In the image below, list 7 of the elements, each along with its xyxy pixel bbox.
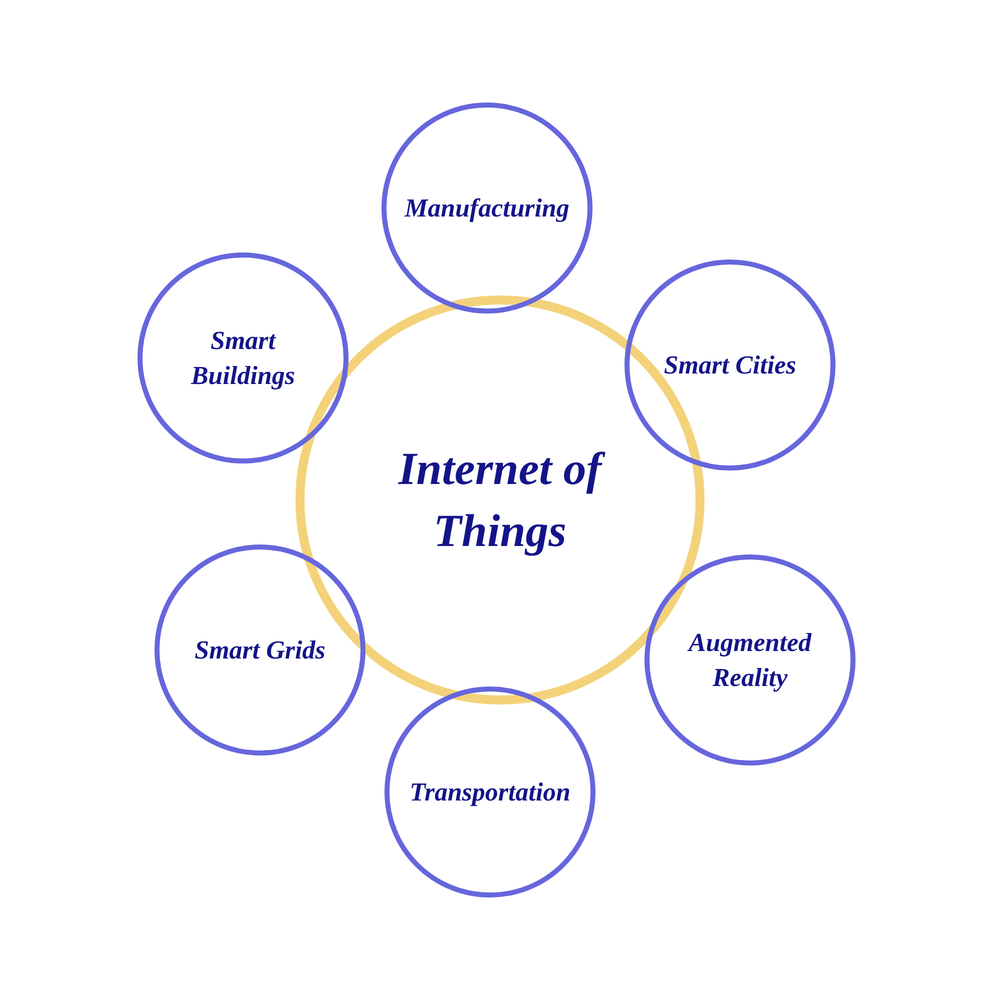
circle-label: Smart Grids [194,634,326,666]
circle-label: Transportation [408,776,572,808]
circle-label: Internet of Things [350,438,650,562]
circle-label: Smart Cities [662,349,798,382]
circle-label: Manufacturing [403,192,570,224]
circle-label: Smart Buildings [190,324,296,392]
circle-label: Augmented Reality [686,626,813,694]
